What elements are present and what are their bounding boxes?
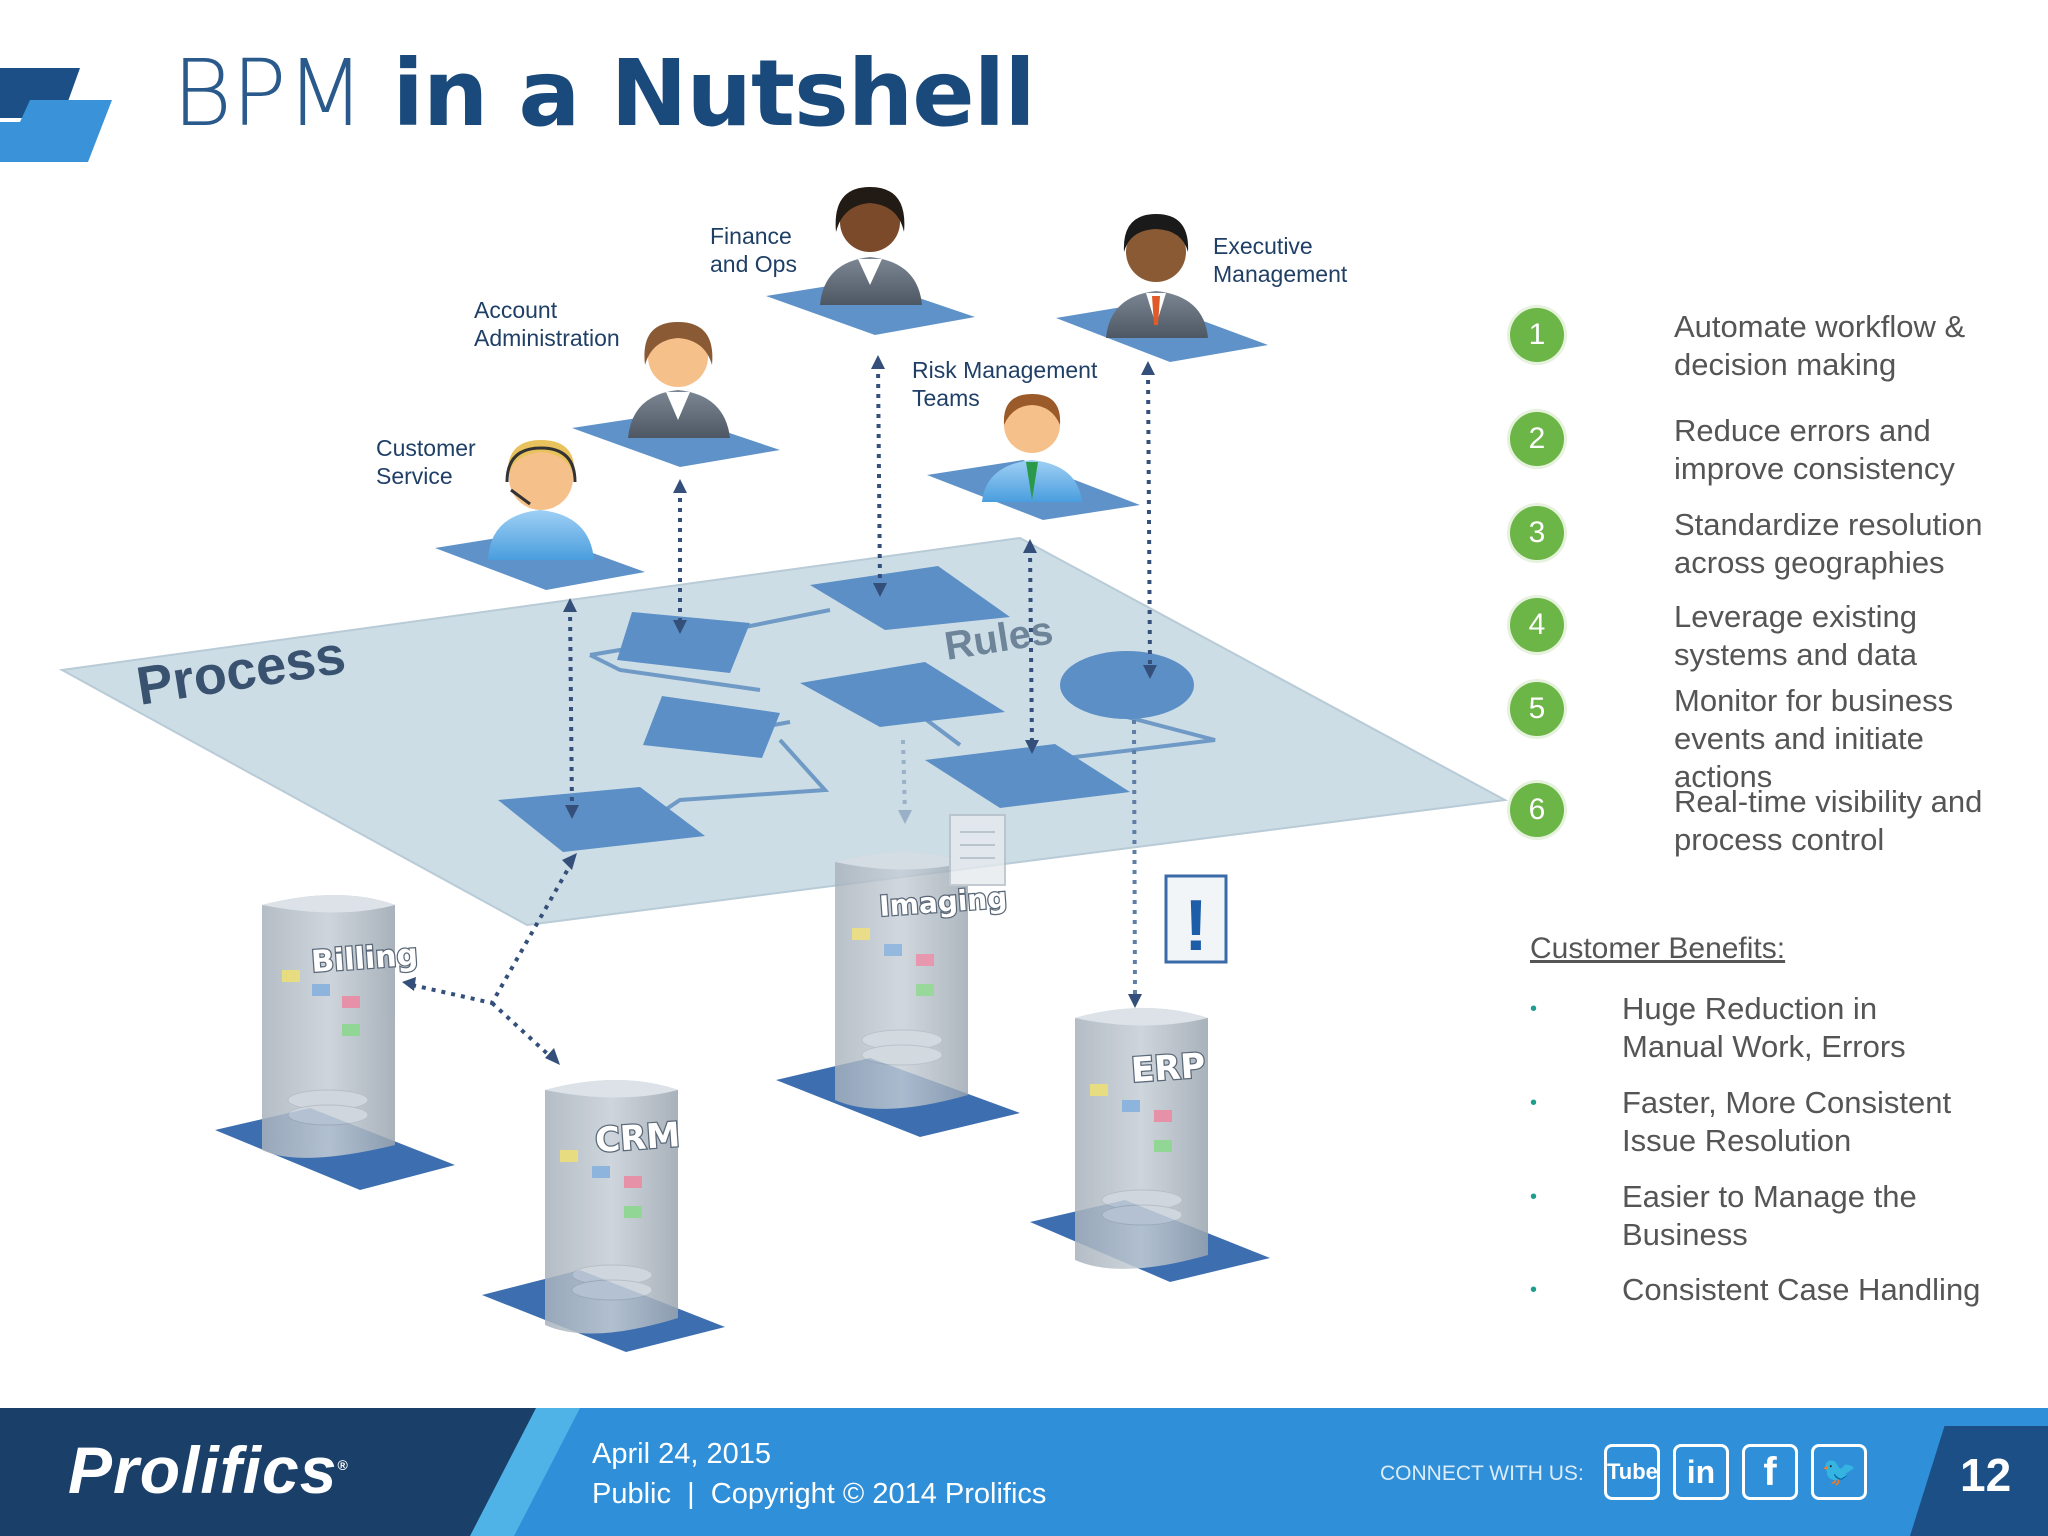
bullet-icon: • <box>1530 998 1538 1020</box>
point-number-badge: 6 <box>1510 783 1564 837</box>
point-text: Real-time visibility and process control <box>1674 784 1983 857</box>
point-number-badge: 1 <box>1510 308 1564 362</box>
process-box-top <box>810 566 1010 630</box>
point-number-badge: 5 <box>1510 682 1564 736</box>
point-item: 4 Leverage existing systems and data <box>1510 598 2030 674</box>
title-bold: in a Nutshell <box>392 40 1035 147</box>
point-text: Monitor for business events and initiate… <box>1674 683 1954 794</box>
benefit-text: Consistent Case Handling <box>1622 1272 1981 1307</box>
billing-server <box>262 895 395 1158</box>
process-box-right <box>925 744 1130 808</box>
customer-service-person-icon <box>488 440 594 560</box>
footer-date: April 24, 2015 <box>592 1438 771 1470</box>
benefit-text: Huge Reduction in Manual Work, Errors <box>1622 991 1906 1064</box>
erp-server <box>1075 1008 1208 1269</box>
point-text: Reduce errors and improve consistency <box>1674 413 1955 486</box>
connect-label: CONNECT WITH US: <box>1380 1462 1584 1485</box>
footer-logo-panel <box>0 1408 560 1536</box>
header-accent <box>0 68 112 162</box>
process-boxes <box>498 566 1194 852</box>
prolifics-logo[interactable]: Prolifics® <box>68 1432 349 1508</box>
point-item: 1 Automate workflow & decision making <box>1510 308 2030 384</box>
process-event-circle <box>1060 651 1194 719</box>
process-box-mid <box>800 662 1005 727</box>
point-item: 2 Reduce errors and improve consistency <box>1510 412 2030 488</box>
benefit-text: Easier to Manage the Business <box>1622 1179 1917 1252</box>
twitter-label: 🐦 <box>1821 1456 1857 1487</box>
benefit-item: • Huge Reduction in Manual Work, Errors <box>1530 990 2030 1066</box>
point-number-badge: 2 <box>1510 412 1564 466</box>
customer-service-label: Customer Service <box>376 435 476 489</box>
process-box-left <box>498 787 705 852</box>
bullet-icon: • <box>1530 1092 1538 1114</box>
arrow-heads <box>402 355 1157 1065</box>
linkedin-icon[interactable]: in <box>1673 1444 1729 1500</box>
logo-registered-mark: ® <box>337 1457 349 1473</box>
facebook-icon[interactable]: f <box>1742 1444 1798 1500</box>
youtube-icon[interactable]: Tube <box>1604 1444 1660 1500</box>
finance-ops-label: Finance and Ops <box>710 223 797 277</box>
bullet-icon: • <box>1530 1279 1538 1301</box>
process-box-decision-b <box>643 696 780 758</box>
logo-text: Prolifics <box>68 1433 338 1507</box>
customer-benefits-heading: Customer Benefits: <box>1530 932 1786 965</box>
account-administration-person-icon <box>628 322 730 438</box>
point-text: Standardize resolution across geographie… <box>1674 507 1983 580</box>
page-number: 12 <box>1960 1449 2012 1501</box>
benefit-item: • Consistent Case Handling <box>1530 1271 2030 1309</box>
point-number-badge: 3 <box>1510 506 1564 560</box>
bpm-diagram: Process Rules <box>58 187 1509 1352</box>
benefit-text: Faster, More Consistent Issue Resolution <box>1622 1085 1952 1158</box>
title-light: BPM <box>172 40 365 147</box>
page-title: BPM in a Nutshell <box>172 40 1036 147</box>
point-item: 5 Monitor for business events and initia… <box>1510 682 2030 796</box>
process-plane <box>58 536 1509 927</box>
twitter-icon[interactable]: 🐦 <box>1811 1444 1867 1500</box>
point-text: Leverage existing systems and data <box>1674 599 1917 672</box>
facebook-label: f <box>1763 1450 1777 1494</box>
billing-label: Billing <box>310 938 419 980</box>
point-item: 3 Standardize resolution across geograph… <box>1510 506 2030 582</box>
bullet-icon: • <box>1530 1186 1538 1208</box>
benefit-item: • Easier to Manage the Business <box>1530 1178 2030 1254</box>
executive-management-person-icon <box>1106 214 1208 338</box>
linkedin-label: in <box>1686 1454 1716 1490</box>
crm-label: CRM <box>594 1115 682 1161</box>
benefit-item: • Faster, More Consistent Issue Resoluti… <box>1530 1084 2030 1160</box>
account-administration-label: Account Administration <box>474 297 620 351</box>
erp-label: ERP <box>1130 1046 1207 1091</box>
imaging-server <box>835 814 1006 1109</box>
alert-box: ! <box>1164 874 1228 966</box>
risk-management-label: Risk Management Teams <box>912 357 1098 411</box>
youtube-label: Tube <box>1607 1459 1658 1484</box>
executive-management-label: Executive Management <box>1213 233 1348 287</box>
finance-ops-person-icon <box>820 187 922 305</box>
crm-server <box>545 1080 678 1334</box>
point-text: Automate workflow & decision making <box>1674 309 1966 382</box>
footer-copyright: Public | Copyright © 2014 Prolifics <box>592 1478 1047 1510</box>
process-box-decision-a <box>617 612 750 673</box>
risk-management-person-icon <box>982 394 1082 502</box>
alert-icon: ! <box>1184 886 1208 966</box>
connector-arrows <box>411 363 1152 1060</box>
point-item: 6 Real-time visibility and process contr… <box>1510 783 2030 859</box>
point-number-badge: 4 <box>1510 598 1564 652</box>
footer: Prolifics® April 24, 2015 Public | Copyr… <box>0 1408 2048 1536</box>
